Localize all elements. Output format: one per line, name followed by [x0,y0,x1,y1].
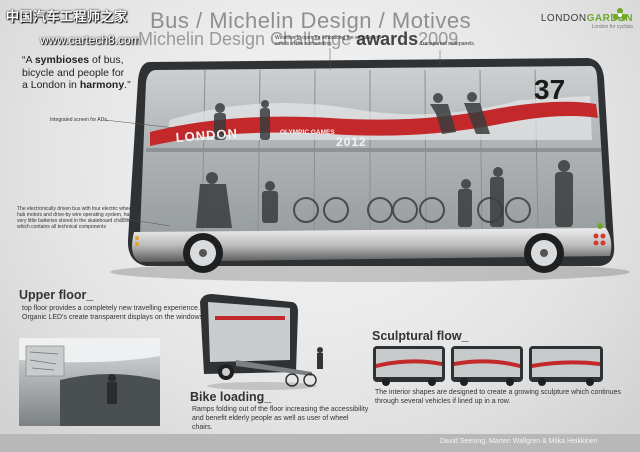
brand-logo: LONDONGARDEN London for cyclists [537,13,633,30]
bus-body [104,48,615,273]
upper-floor-description: top floor provides a completely new trav… [22,305,206,321]
award-prefix: Michelin Design Challenge [138,29,357,49]
note-windows: Windows to open for embracing the sounds… [275,35,381,47]
quote-bold-2: harmony [79,79,125,91]
bike-loading-image [200,294,323,390]
tagline-quote: “A symbioses of bus, bicycle and people … [22,54,132,92]
quote-part-3: .” [124,79,131,91]
bike-loading-description: Ramps folding out of the floor increasin… [192,406,369,431]
banner-event: OLYMPIC GAMES [280,129,335,136]
watermark-url: www.cartech8.com [40,33,141,47]
sculptural-flow-title: Sculptural flow_ [372,329,469,343]
award-year: 2009 [418,29,459,49]
brand-name: LONDONGARDEN [537,13,633,24]
award-subtitle: Michelin Design Challenge awards2009 [138,29,458,50]
note-solarpanels: Transparent solarpanels. [420,41,476,47]
mini-bus-3 [529,346,603,386]
award-title: Bus / Michelin Design / Motives [150,8,472,33]
route-number: 37 [534,74,565,105]
bike-loading-title: Bike loading_ [190,390,272,404]
brand-suffix: GARDEN [586,13,633,24]
brand-tagline: London for cyclists [591,24,633,30]
quote-part-1: “A [22,54,35,66]
watermark-text: 中国汽车工程师之家 [6,9,128,24]
note-drive: The electronically driven bus with four … [17,206,133,230]
footer-bar [0,434,640,452]
mini-bus-1 [373,346,445,386]
rear-wheel [524,233,564,273]
banner-year: 2012 [336,135,367,149]
quote-part-2: of bus, bicycle and people for a London … [22,54,125,91]
sculptural-flow-description: The interior shapes are designed to crea… [375,389,621,405]
quote-bold-1: symbioses [34,54,90,66]
footer-credits: David Seesing, Marten Wallgren & Miika H… [440,438,598,445]
front-wheel [183,233,223,273]
upper-floor-interior-image [19,338,160,426]
sculptural-flow-image [373,346,603,386]
banner-city: LONDON [175,126,238,145]
mini-bus-2 [451,346,523,386]
note-screen: Integrated screen for ADs. [50,117,109,123]
flower-icon [613,8,627,20]
brand-prefix: LONDON [540,13,587,24]
upper-floor-title: Upper floor_ [19,288,94,302]
award-bold: awards [356,29,419,49]
